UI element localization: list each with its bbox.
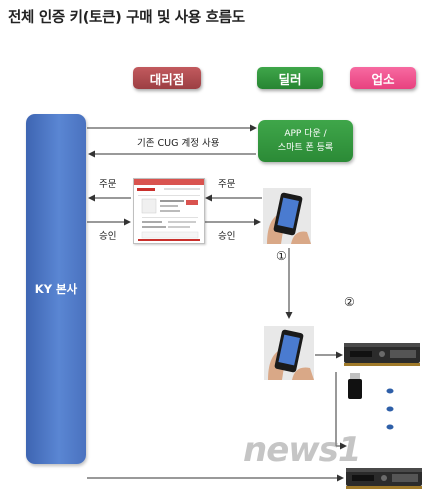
karaoke-device-bottom [346,468,422,489]
web-order-screenshot [133,178,205,244]
dealer-smartphone-image [263,188,311,244]
usb-key-token-image [348,373,362,399]
app-box-line1: APP 다운 / [284,129,327,139]
agency-tag: 대리점 [133,67,201,89]
ky-headquarters-block: KY 본사 [26,114,86,464]
cug-label: 기존 CUG 계정 사용 [137,138,220,149]
order-label-left: 주문 [99,179,117,190]
step-two-marker: ② [344,295,355,309]
app-register-box: APP 다운 / 스마트 폰 등록 [258,120,353,162]
app-box-line2: 스마트 폰 등록 [277,143,334,153]
karaoke-device-top [344,343,420,366]
page-title: 전체 인증 키(토큰) 구매 및 사용 흐름도 [8,10,245,26]
news1-watermark: news1 [243,430,362,470]
order-label-right: 주문 [218,179,236,190]
step-one-marker: ① [276,249,287,263]
dealer-tag: 딜러 [257,67,323,89]
shop-smartphone-image [264,326,314,380]
approve-label-right: 승인 [218,231,236,242]
connection-dots [386,388,394,430]
hq-label: KY 본사 [34,282,78,296]
approve-label-left: 승인 [99,231,117,242]
shop-tag: 업소 [350,67,416,89]
